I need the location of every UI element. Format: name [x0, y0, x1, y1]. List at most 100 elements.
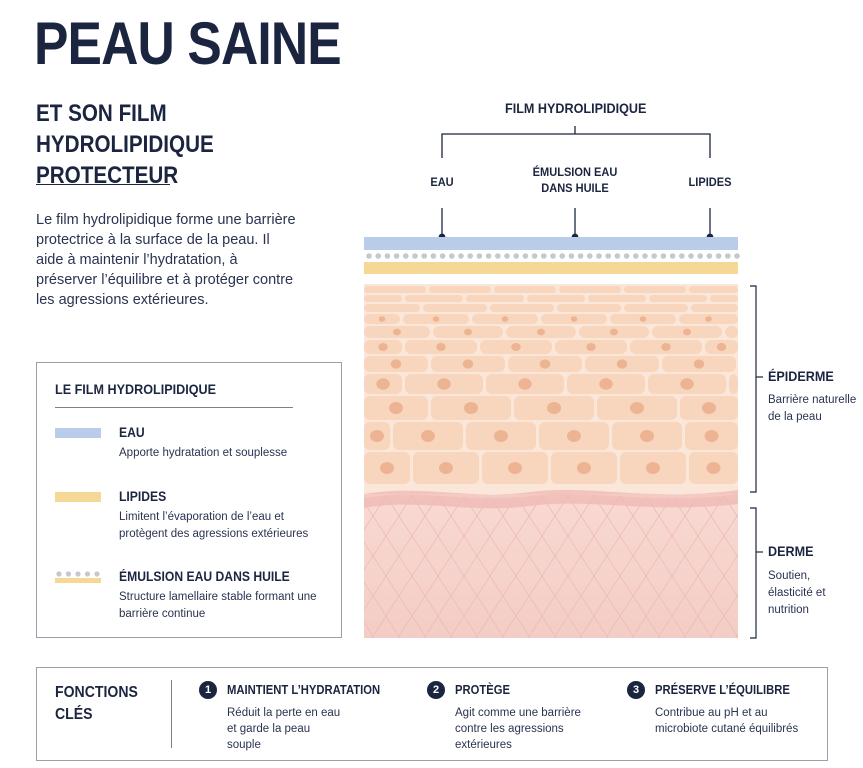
emulsion-dot [476, 253, 483, 259]
key-functions-panel: FONCTIONS CLÉS 1 MAINTIENT L’HYDRATATION… [36, 667, 828, 761]
emulsion-dot [734, 253, 740, 259]
cell-nucleus [705, 316, 712, 322]
cell-nucleus [702, 402, 716, 414]
epidermis-cell [527, 295, 585, 302]
legend-divider [55, 407, 293, 408]
cell-nucleus [610, 328, 618, 336]
title-divider [36, 184, 170, 185]
epidermis-cell [429, 286, 491, 293]
epidermis-cell [364, 295, 402, 302]
emulsion-dot [403, 253, 409, 259]
legend-box: LE FILM HYDROLIPIDIQUE EAU Apporte hydra… [36, 362, 342, 638]
epidermis-cell [729, 374, 738, 394]
emulsion-dot [697, 253, 703, 259]
cell-nucleus [680, 378, 694, 390]
number-badge: 2 [427, 681, 445, 699]
cell-nucleus [511, 343, 521, 351]
epidermis-cell [559, 286, 621, 293]
emulsion-dot [439, 253, 446, 259]
cell-nucleus [508, 462, 522, 474]
emulsion-dot [715, 253, 722, 259]
legend-item-name: LIPIDES [119, 489, 167, 504]
function-description: Réduit la perte en eau et garde la peau … [227, 707, 341, 751]
emulsion-dot [688, 253, 694, 259]
emulsion-dot [679, 253, 685, 259]
dermis-description: Soutien, élasticité et nutrition [768, 570, 826, 616]
lipid-swatch [55, 492, 101, 502]
cell-nucleus [639, 316, 647, 322]
emulsion-dot [605, 253, 611, 259]
cell-nucleus [494, 430, 508, 442]
emulsion-dot [421, 253, 427, 259]
epidermis-cell [689, 286, 738, 293]
emulsion-dot [366, 253, 372, 259]
emulsion-swatch [55, 571, 101, 583]
dermis-fibers [364, 493, 738, 638]
cell-nucleus [390, 359, 402, 369]
epidermis-cell [624, 304, 688, 312]
cell-nucleus [462, 359, 474, 369]
cell-nucleus [577, 462, 591, 474]
epidermis-cell [405, 295, 463, 302]
emulsion-dot [513, 253, 519, 259]
cell-nucleus [661, 343, 671, 351]
epidermis-cell [466, 295, 524, 302]
emulsion-dot [587, 253, 593, 259]
cell-nucleus [693, 359, 705, 369]
cell-nucleus [599, 378, 613, 390]
intro-text: Le film hydrolipidique forme une barrièr… [36, 212, 296, 308]
lipid-layer [364, 262, 738, 274]
cell-nucleus [464, 402, 478, 414]
cell-nucleus [389, 402, 403, 414]
epidermis-cell [490, 304, 554, 312]
emulsion-dot [393, 253, 400, 259]
emulsion-dot [633, 253, 639, 259]
function-title: PROTÈGE [455, 683, 511, 697]
emulsion-dot [577, 253, 584, 259]
epidermis-cell [364, 304, 420, 312]
cell-nucleus [616, 359, 628, 369]
emulsion-dot [430, 253, 437, 259]
cell-nucleus [432, 316, 440, 322]
legend-item-description: Apporte hydratation et souplesse [119, 447, 288, 459]
emulsion-dot [550, 253, 556, 259]
page-title: PEAU SAINE [34, 10, 342, 77]
emulsion-dot [375, 253, 381, 259]
water-layer [364, 237, 738, 250]
legend-item-name: EAU [119, 425, 145, 440]
epidermis-cell [588, 295, 646, 302]
emulsion-dot [412, 253, 418, 259]
epidermis-cells [364, 286, 738, 484]
cell-nucleus [436, 343, 446, 351]
emulsion-dot [706, 253, 713, 259]
emulsion-dot [384, 253, 391, 259]
epidermis-cell [725, 326, 738, 338]
epidermis-cell [624, 286, 686, 293]
emulsion-layer [366, 253, 740, 259]
film-bracket [441, 126, 711, 237]
function-description: Agit comme une barrière contre les agres… [455, 707, 581, 751]
epidermis-cell [494, 286, 556, 293]
emulsion-dot [596, 253, 602, 259]
emulsion-dot [642, 253, 648, 259]
cell-nucleus [376, 378, 390, 390]
function-description: Contribue au pH et au microbiote cutané … [655, 707, 799, 735]
cell-nucleus [706, 462, 721, 474]
skin-diagram: FILM HYDROLIPIDIQUE EAU ÉMULSION EAU DAN… [360, 96, 780, 644]
cell-nucleus [421, 430, 435, 442]
epidermis-cell [423, 304, 487, 312]
epidermis-description: Barrière naturelle de la peau [768, 394, 857, 423]
cell-nucleus [716, 343, 727, 351]
page-subtitle: ET SON FILM HYDROLIPIDIQUE PROTECTEUR [36, 100, 214, 189]
emulsion-dot [495, 253, 501, 259]
basement-membrane [364, 489, 738, 509]
cell-nucleus [586, 343, 596, 351]
cell-nucleus [630, 402, 644, 414]
epidermis-cell [691, 304, 738, 312]
emulsion-dot [660, 253, 667, 259]
number-badge: 3 [627, 681, 645, 699]
number-badge: 1 [199, 681, 217, 699]
emulsion-dot [559, 253, 565, 259]
emulsion-dot [467, 253, 473, 259]
cell-nucleus [378, 316, 386, 322]
